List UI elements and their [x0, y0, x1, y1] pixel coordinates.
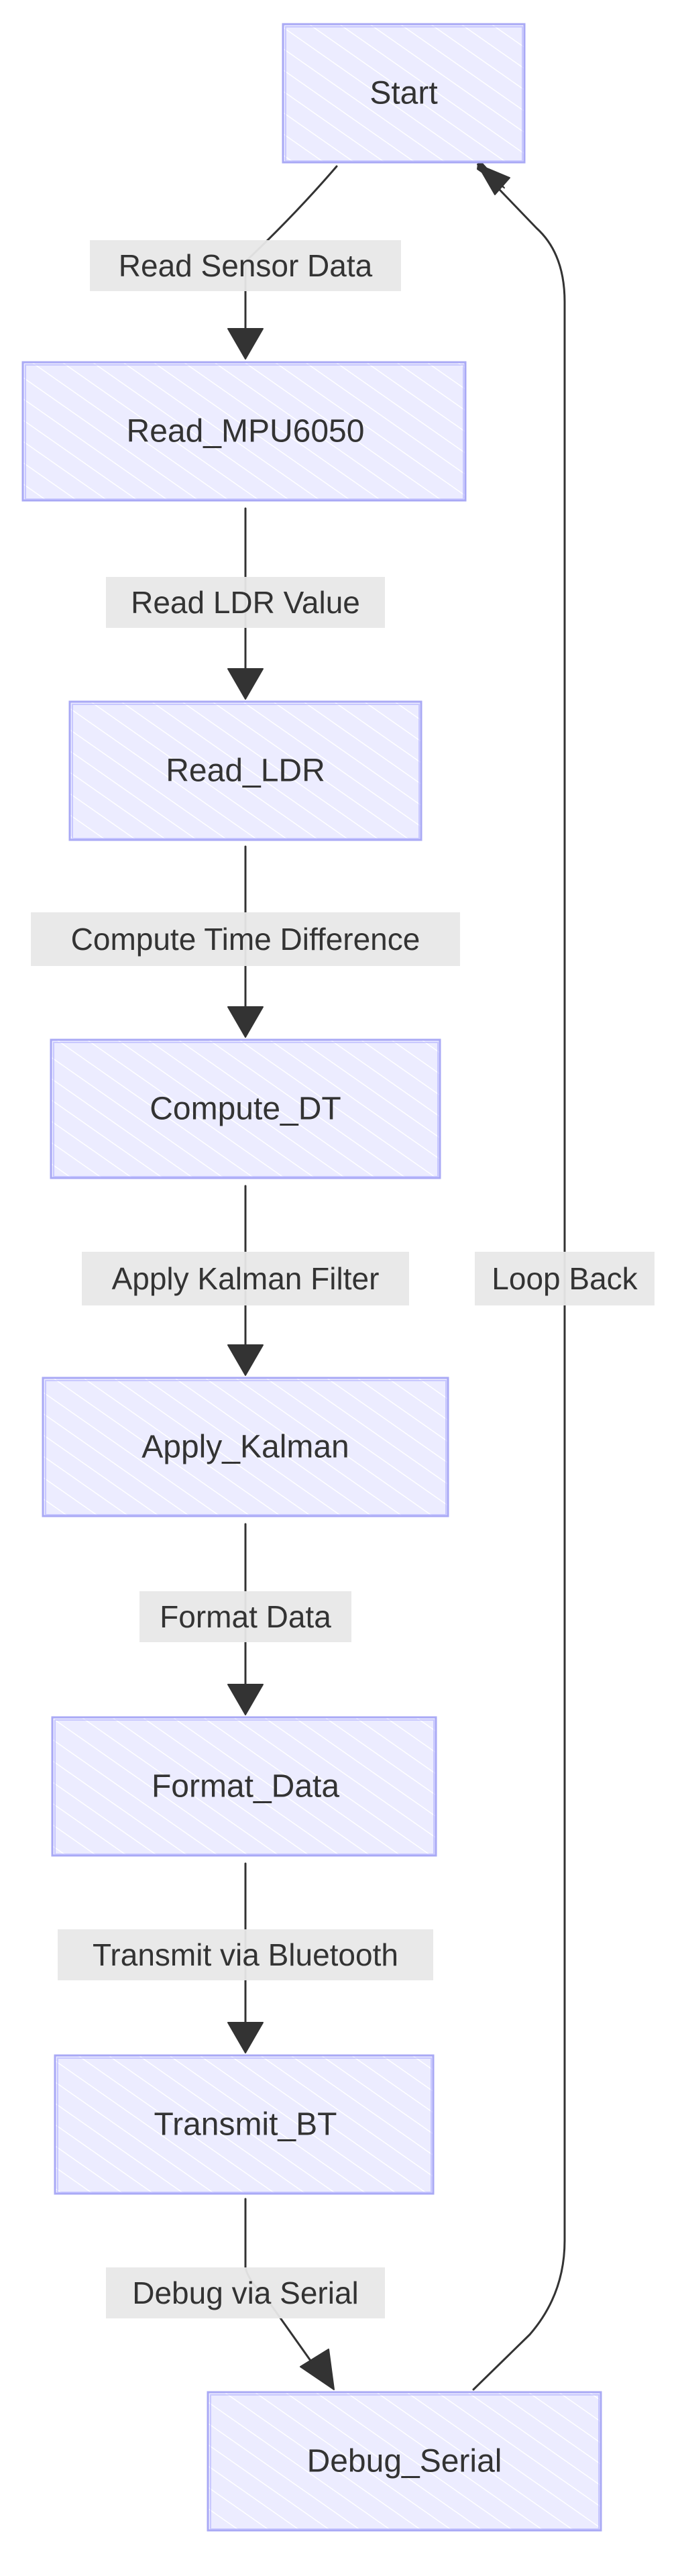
edge-label-format-data: Format Data: [160, 1599, 331, 1634]
edge-label-debug-via-serial: Debug via Serial: [132, 2275, 359, 2310]
node-format-data: Format_Data: [51, 1716, 437, 1857]
edge-label-read-ldr-value: Read LDR Value: [131, 585, 360, 620]
edge-read-mpu6050-to-read-ldr: Read LDR Value: [106, 507, 385, 700]
edge-label-bg: [82, 1252, 409, 1305]
node-label-compute-dt: Compute_DT: [150, 1091, 341, 1127]
edge-compute-dt-to-apply-kalman: Apply Kalman Filter: [82, 1185, 409, 1376]
edge-label-bg: [58, 1929, 433, 1980]
node-label-debug-serial: Debug_Serial: [307, 2444, 502, 2479]
edge-debug-serial-to-start: Loop Back: [472, 159, 655, 2391]
node-label-apply-kalman: Apply_Kalman: [141, 1430, 349, 1465]
edge-label-apply-kalman-filter: Apply Kalman Filter: [112, 1261, 380, 1296]
edge-label-compute-time-difference: Compute Time Difference: [71, 922, 420, 957]
edge-label-bg: [106, 2267, 385, 2318]
node-apply-kalman: Apply_Kalman: [42, 1377, 449, 1517]
node-label-read-ldr: Read_LDR: [166, 753, 325, 789]
edge-label-bg: [106, 577, 385, 628]
edge-format-data-to-transmit-bt: Transmit via Bluetooth: [58, 1862, 433, 2053]
node-transmit-bt: Transmit_BT: [54, 2054, 435, 2195]
edge-label-bg: [90, 240, 401, 291]
node-debug-serial: Debug_Serial: [207, 2391, 602, 2532]
edge-label-transmit-via-bluetooth: Transmit via Bluetooth: [93, 1937, 398, 1972]
edge-read-ldr-to-compute-dt: Compute Time Difference: [31, 845, 460, 1038]
edge-label-loop-back: Loop Back: [492, 1261, 638, 1296]
node-label-start: Start: [370, 76, 437, 111]
node-start: Start: [282, 23, 526, 164]
edge-label-read-sensor-data: Read Sensor Data: [119, 248, 373, 283]
node-read-mpu6050: Read_MPU6050: [21, 361, 467, 502]
node-read-ldr: Read_LDR: [68, 700, 422, 841]
node-label-format-data: Format_Data: [152, 1769, 339, 1805]
edge-label-bg: [475, 1252, 655, 1305]
node-compute-dt: Compute_DT: [50, 1038, 441, 1179]
edge-apply-kalman-to-format-data: Format Data: [139, 1523, 351, 1715]
edge-transmit-bt-to-debug-serial: Debug via Serial: [106, 2198, 385, 2390]
node-label-read-mpu6050: Read_MPU6050: [127, 414, 365, 449]
edge-label-bg: [31, 912, 460, 966]
node-label-transmit-bt: Transmit_BT: [154, 2107, 337, 2143]
edge-start-to-read-mpu6050: Read Sensor Data: [90, 165, 401, 360]
edge-label-bg: [139, 1591, 351, 1642]
